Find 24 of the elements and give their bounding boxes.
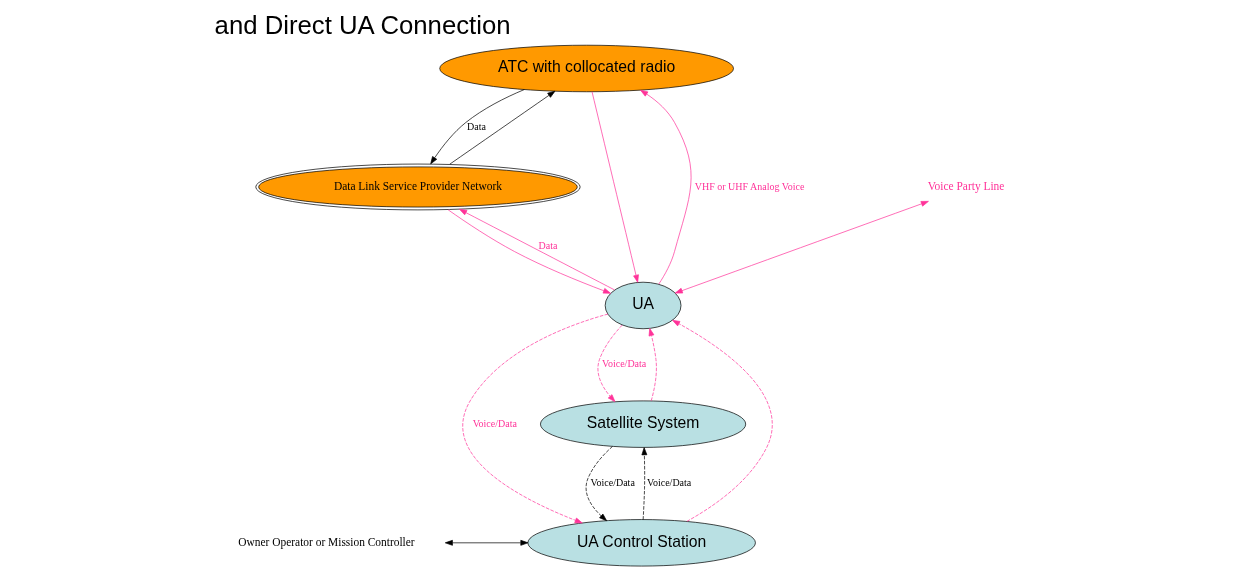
arrow [640,89,692,285]
edge-label: Voice/Data [590,477,635,489]
arrow [449,90,556,165]
arrow [591,91,639,283]
edge-label: Voice/Data [472,417,517,429]
diagram-title: and Direct UA Connection [214,11,511,40]
edge-label: Data [467,121,487,133]
arrow [641,447,648,520]
arrow [430,89,525,165]
arrow [672,319,773,522]
node-text: Owner Operator or Mission Controller [238,535,415,548]
arrow [444,539,529,546]
node-ellipse: ATC with collocated radio [439,44,734,93]
arrow [648,328,657,402]
edge-label: VHF or UHF Analog Voice [694,180,805,192]
arrow [597,324,623,402]
arrow [462,313,609,524]
arrow [585,446,613,522]
arrow [674,201,929,294]
edge-label: Data [538,239,558,251]
edge-label: Voice/Data [602,358,647,370]
node-ellipse: Satellite System [540,400,747,448]
edge-label: Voice/Data [647,477,692,489]
node-text: Voice Party Line [927,179,1005,192]
